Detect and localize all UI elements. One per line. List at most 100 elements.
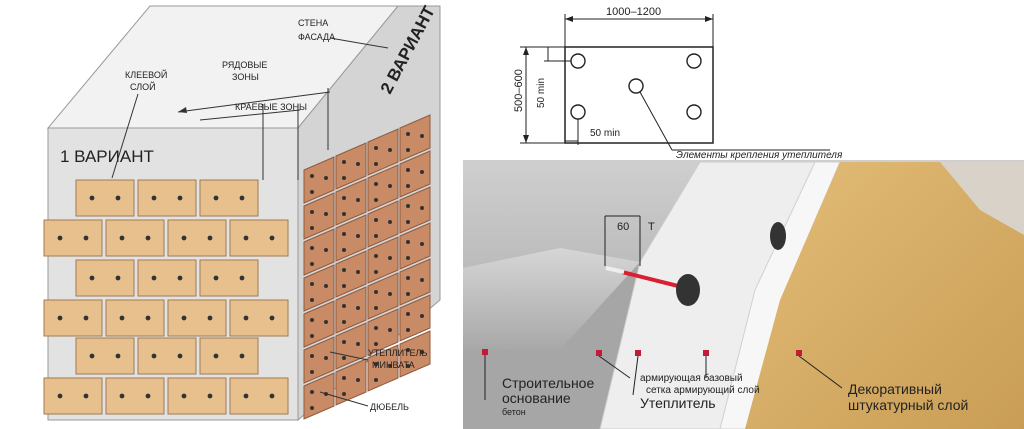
- height-arrow-bottom: [523, 135, 529, 143]
- fastener-hole: [570, 53, 586, 69]
- insulation-board: [229, 299, 289, 337]
- glue-layer-leader: [111, 93, 139, 179]
- mesh-leader: [598, 355, 631, 379]
- glue-layer-label-1: КЛЕЕВОЙ: [125, 69, 167, 80]
- dowel-dot: [239, 195, 245, 201]
- dowel-label: ДЮБЕЛЬ: [370, 402, 409, 412]
- mesh-label-2: сетка армирующий слой: [646, 385, 760, 396]
- insulation-board: [229, 219, 289, 257]
- dowel-dot: [406, 168, 410, 172]
- photo-diagram: 60 T Строительное основание бетон армиру…: [463, 160, 1024, 429]
- insulation-board: [199, 179, 259, 217]
- right-wall-top: [940, 162, 1024, 235]
- dowel-dot: [324, 212, 328, 216]
- dowel-dot: [324, 176, 328, 180]
- dowel-dot: [83, 393, 89, 399]
- dowel-dot: [356, 342, 360, 346]
- dowel-dot: [356, 306, 360, 310]
- dowel-dot: [310, 390, 314, 394]
- dowel-dot: [342, 212, 346, 216]
- dowel-dot: [310, 246, 314, 250]
- row-zones-label-2: ЗОНЫ: [232, 72, 259, 82]
- plan-diagram: 1000–1200 500–600 50 min 50 min Элементы…: [513, 6, 843, 161]
- dowel-leader: [319, 391, 369, 407]
- insulation-board: [167, 377, 227, 415]
- dowel-dot: [181, 235, 187, 241]
- dowel-dot: [310, 370, 314, 374]
- dowel-dot: [406, 240, 410, 244]
- dowel-dot: [342, 176, 346, 180]
- dowel-dot: [342, 320, 346, 324]
- marker-mesh: [596, 350, 602, 356]
- dowel-dot: [89, 275, 95, 281]
- variant1-label: 1 ВАРИАНТ: [60, 147, 154, 166]
- dowel-dot: [356, 378, 360, 382]
- dowel-dot: [269, 235, 275, 241]
- dowel-dot: [342, 392, 346, 396]
- edge-zones-label: КРАЕВЫЕ ЗОНЫ: [235, 102, 307, 112]
- dowel-dot: [239, 353, 245, 359]
- base-label-1: Строительное: [502, 375, 594, 391]
- dowel-dot: [324, 248, 328, 252]
- marker-plaster: [796, 350, 802, 356]
- dowel-dot: [177, 195, 183, 201]
- fastener-hole: [628, 78, 644, 94]
- dowel-dot: [310, 262, 314, 266]
- insulation-board: [75, 337, 135, 375]
- dowel-dot: [213, 275, 219, 281]
- dowel-dot: [374, 270, 378, 274]
- insulation-board: [43, 377, 103, 415]
- plaster-leader: [798, 355, 843, 389]
- dowel-dot: [243, 315, 249, 321]
- dowel-dot: [388, 256, 392, 260]
- dowel-dot: [310, 282, 314, 286]
- dowel-dot: [269, 393, 275, 399]
- insulation-board: [199, 259, 259, 297]
- insulation-leader: [329, 351, 369, 361]
- dowel-dot: [119, 393, 125, 399]
- dowel-dot: [406, 184, 410, 188]
- dowel-dot: [420, 314, 424, 318]
- dowel-dot: [374, 362, 378, 366]
- dowel-dot: [119, 235, 125, 241]
- plaster-layer: [745, 162, 1024, 429]
- dowel-dot: [420, 170, 424, 174]
- dowel-dot: [356, 270, 360, 274]
- dowel-dot: [388, 220, 392, 224]
- row-zones-label-1: РЯДОВЫЕ: [222, 60, 267, 70]
- side-insulation-boards: [303, 114, 431, 420]
- dowel-dot: [342, 304, 346, 308]
- dowel-dot: [342, 160, 346, 164]
- dowel-dot: [310, 406, 314, 410]
- min-vertical-text: 50 min: [536, 78, 547, 108]
- dowel-dot: [243, 393, 249, 399]
- dowel-dot: [310, 174, 314, 178]
- dowel-dot: [374, 306, 378, 310]
- dowel-dot: [145, 235, 151, 241]
- dim-t-text: T: [648, 221, 655, 233]
- dowel-dot: [145, 315, 151, 321]
- width-dimension-text: 1000–1200: [606, 6, 661, 18]
- dowel-dot: [310, 190, 314, 194]
- dowel-dot: [388, 184, 392, 188]
- dowel-dot: [406, 132, 410, 136]
- dowel-dot: [406, 328, 410, 332]
- dowel-dot: [177, 275, 183, 281]
- dowel-dot: [57, 235, 63, 241]
- dowel-dot: [374, 290, 378, 294]
- fastener-hole: [686, 53, 702, 69]
- dowel-dot: [310, 318, 314, 322]
- insulation-label-1: УТЕПЛИТЕЛЬ: [368, 348, 427, 358]
- dowel-dot: [310, 226, 314, 230]
- dowel-dot: [388, 292, 392, 296]
- dowel-dot: [342, 376, 346, 380]
- wall-facade-label-2: ФАСАДА: [298, 32, 335, 42]
- mesh-label-1: армирующая базовый: [640, 372, 743, 384]
- dowel-dot: [374, 254, 378, 258]
- dowel-dot: [213, 195, 219, 201]
- concrete-floor: [463, 248, 640, 350]
- base-sub-label: бетон: [502, 407, 526, 417]
- dowel-dot: [420, 278, 424, 282]
- dowel-dot: [181, 393, 187, 399]
- dowel-dot: [406, 348, 410, 352]
